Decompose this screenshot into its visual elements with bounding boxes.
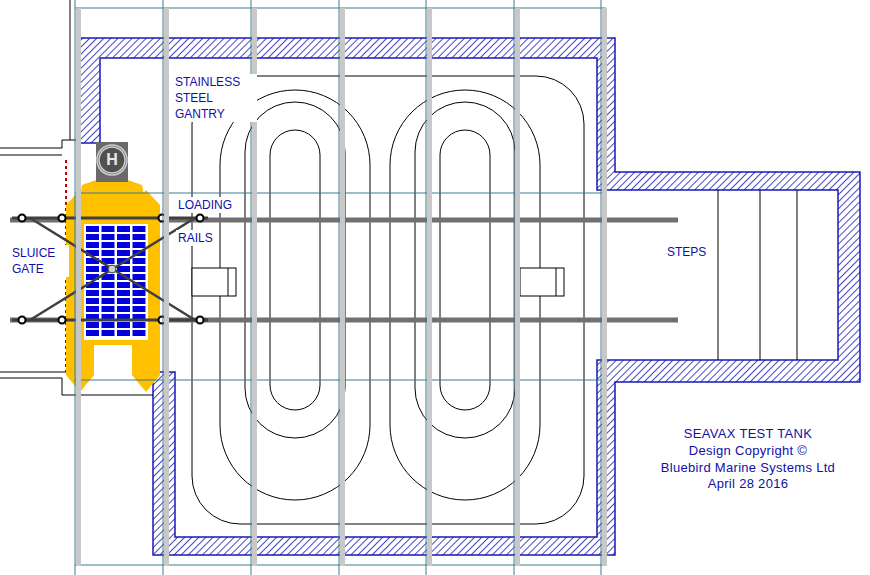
rail-fitting [520, 268, 564, 296]
rails-label: LOADING [176, 197, 234, 213]
rail-fitting [228, 268, 229, 296]
tank-wall [80, 38, 860, 555]
steps-label: STEPS [667, 244, 706, 260]
copyright-label: Design Copyright © [640, 443, 856, 459]
title-label: SEAVAX TEST TANK [640, 426, 856, 442]
company-label: Bluebird Marine Systems Ltd [640, 460, 856, 476]
step-line [718, 190, 719, 360]
gantry-label: STAINLESS STEEL GANTRY [173, 74, 257, 122]
helipad-letter: H [106, 151, 118, 169]
sluice-label: SLUICE GATE [10, 245, 69, 277]
helipad-symbol: H [98, 146, 126, 174]
step-line [760, 190, 761, 360]
step-line [797, 190, 798, 360]
rails-label: RAILS [176, 230, 215, 246]
stainless-steel-gantry [75, 0, 607, 575]
date-label: April 28 2016 [640, 476, 856, 492]
rail-fitting [192, 268, 236, 296]
rail-fitting [556, 268, 557, 296]
